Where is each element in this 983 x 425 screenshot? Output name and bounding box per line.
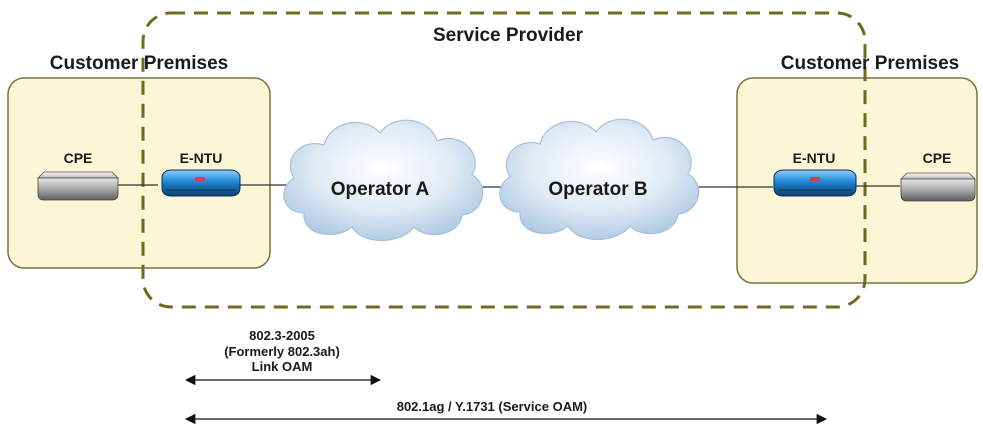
service-oam-label: 802.1ag / Y.1731 (Service OAM) [397, 399, 588, 414]
left-entu-device [161, 169, 241, 197]
service-provider-boundary [141, 11, 867, 309]
right-cpe-label: CPE [923, 150, 952, 166]
left-cpe-label: CPE [64, 150, 93, 166]
right-customer-premises-box [736, 77, 978, 284]
left-customer-premises-label: Customer Premises [50, 53, 228, 74]
left-customer-premises-box [7, 77, 271, 269]
left-entu-label: E-NTU [180, 150, 223, 166]
right-cpe-device [900, 172, 976, 202]
link-oam-label: Link OAM [252, 359, 313, 374]
operator-b-label: Operator B [548, 179, 647, 200]
operator-a-label: Operator A [331, 179, 430, 200]
right-entu-label: E-NTU [793, 150, 836, 166]
link-oam-standard-label: 802.3-2005 [249, 328, 315, 343]
right-customer-premises-label: Customer Premises [781, 53, 959, 74]
service-provider-label: Service Provider [433, 25, 584, 46]
link-oam-former-label: (Formerly 802.3ah) [224, 344, 340, 359]
right-entu-device [773, 169, 857, 197]
left-cpe-device [37, 171, 119, 201]
